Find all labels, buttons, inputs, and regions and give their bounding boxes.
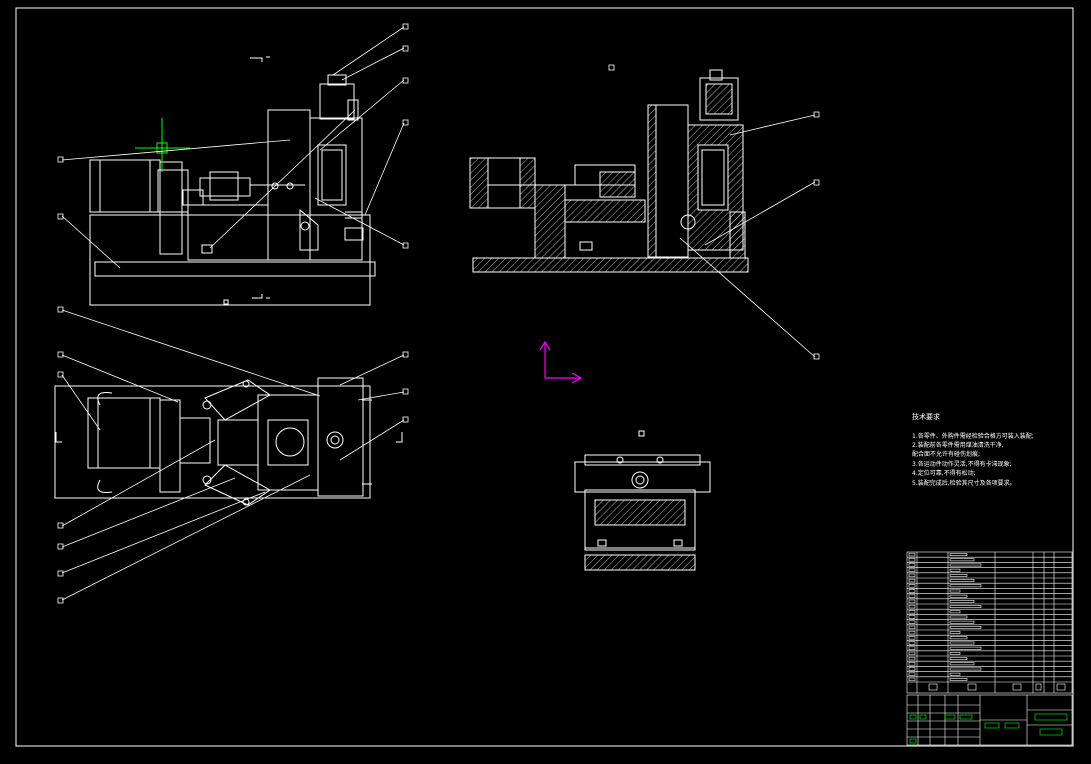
parts-row-name-cell: [949, 667, 982, 671]
parts-row-number-cell: [908, 589, 916, 593]
drawing-border: [15, 7, 1074, 747]
parts-row-name-cell: [949, 625, 982, 629]
section-view-balloons[interactable]: [608, 64, 820, 360]
parts-row-number-cell: [908, 615, 916, 619]
parts-row-name-cell: [949, 558, 975, 562]
parts-row-name-cell: [949, 646, 982, 650]
tech-req-line-2: 2.装配前各零件需用煤油清洗干净,: [912, 441, 1004, 449]
parts-row-number-cell: [908, 672, 916, 676]
tech-req-line-3: 配合面不允许有碰伤划痕;: [912, 450, 980, 458]
parts-row-name-cell: [949, 589, 961, 593]
parts-row-name-cell: [949, 584, 982, 588]
parts-list-table[interactable]: [906, 551, 1073, 694]
front-view-balloons[interactable]: [57, 23, 409, 249]
parts-row-name-cell: [949, 599, 975, 603]
parts-row-name-cell: [949, 563, 982, 567]
tech-req-line-4: 3.各运动件动作灵活,不得有卡滞现象;: [912, 460, 1012, 468]
parts-row-name-cell: [949, 615, 968, 619]
parts-row-name-cell: [949, 568, 961, 572]
parts-row-name-cell: [949, 651, 961, 655]
top-view-balloons[interactable]: [57, 306, 409, 604]
parts-row-number-cell: [908, 641, 916, 645]
parts-row-number-cell: [908, 552, 916, 557]
parts-row-name-cell: [949, 641, 975, 645]
parts-row-number-cell: [908, 651, 916, 656]
parts-row-name-cell: [949, 610, 961, 614]
parts-row-name-cell: [949, 672, 961, 676]
top-view-leaders: [61, 309, 405, 601]
parts-row-number-cell: [908, 594, 916, 598]
parts-row-number-cell: [908, 630, 916, 635]
parts-row-number-cell: [908, 604, 916, 609]
parts-row-number-cell: [908, 636, 916, 640]
tech-req-line-6: 5.装配完成后,检验其尺寸及各项要求。: [912, 479, 1016, 487]
parts-row-name-cell: [949, 573, 968, 577]
top-view[interactable]: [54, 377, 403, 506]
section-view[interactable]: [469, 69, 749, 273]
parts-row-number-cell: [908, 646, 916, 650]
parts-row-name-cell: [949, 605, 982, 609]
ucs-icon: [539, 340, 583, 384]
tech-req-line-1: 1.各零件、外购件需经检验合格方可装入装配;: [912, 432, 1034, 440]
parts-row-number-cell: [908, 610, 916, 614]
parts-row-name-cell: [949, 620, 975, 624]
parts-row-name-cell: [949, 657, 968, 661]
side-view[interactable]: [574, 430, 711, 571]
parts-row-number-cell: [908, 677, 916, 682]
parts-row-name-cell: [949, 553, 968, 557]
title-block[interactable]: [906, 694, 1073, 746]
parts-row-name-cell: [949, 662, 975, 666]
parts-row-number-cell: [908, 656, 916, 661]
parts-row-name-cell: [949, 677, 968, 681]
parts-row-number-cell: [908, 563, 916, 567]
parts-row-number-cell: [908, 599, 916, 604]
parts-row-name-cell: [949, 631, 961, 635]
parts-row-number-cell: [908, 578, 916, 583]
tech-req-line-5: 4.定位可靠,不得有松动;: [912, 469, 976, 477]
cursor-crosshair: [135, 118, 190, 172]
parts-row-number-cell: [908, 573, 916, 578]
section-view-leaders: [679, 114, 816, 358]
tech-req-title: 技术要求: [912, 412, 940, 421]
parts-row-number-cell: [908, 662, 916, 666]
parts-row-number-cell: [908, 558, 916, 562]
technical-requirements: 技术要求 1.各零件、外购件需经检验合格方可装入装配; 2.装配前各零件需用煤油…: [912, 412, 1034, 487]
parts-row-number-cell: [908, 667, 916, 671]
parts-row-name-cell: [949, 579, 975, 583]
parts-row-number-cell: [908, 620, 916, 624]
front-view-leaders: [61, 26, 405, 269]
parts-row-number-cell: [908, 625, 916, 630]
parts-row-number-cell: [908, 568, 916, 572]
front-view[interactable]: [89, 56, 376, 306]
parts-row-name-cell: [949, 636, 968, 640]
parts-row-number-cell: [908, 584, 916, 588]
parts-row-name-cell: [949, 594, 968, 598]
